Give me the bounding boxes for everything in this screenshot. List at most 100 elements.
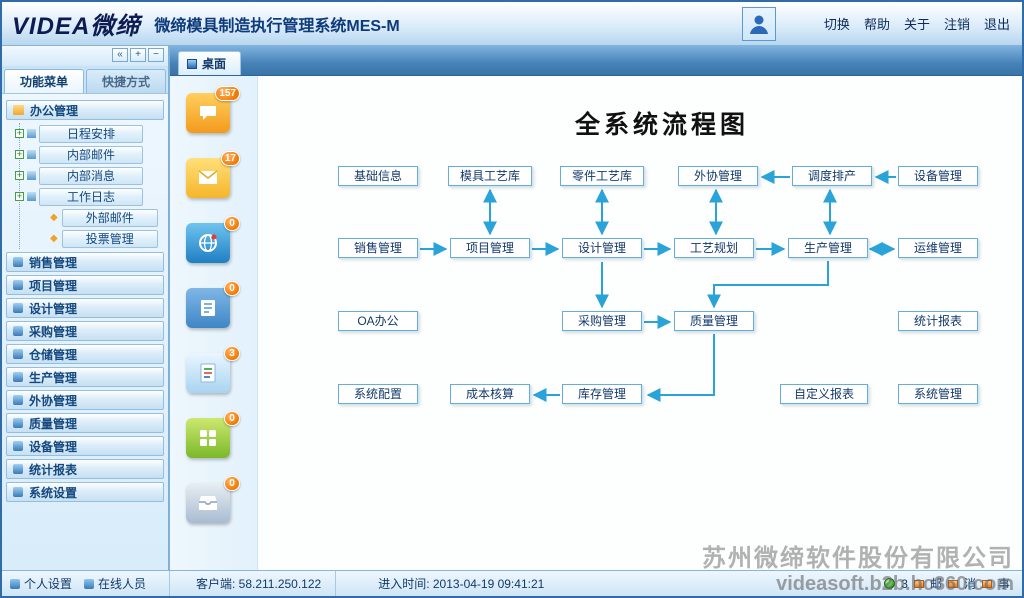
sidebar-module-7[interactable]: 质量管理 [6, 413, 164, 433]
status-bar: 个人设置 在线人员 客户端: 58.211.250.122 进入时间: 2013… [2, 570, 1022, 596]
header: VIDEA微缔 微缔模具制造执行管理系统MES-M 切换 帮助 关于 注销 退出 [2, 2, 1022, 46]
dock-item-chat[interactable]: 157 [186, 86, 240, 137]
globe-icon [199, 234, 217, 252]
tabstrip: 桌面 [170, 46, 1022, 76]
tab-function-menu[interactable]: 功能菜单 [4, 69, 84, 93]
dock-item-notes[interactable]: 0 [186, 281, 240, 332]
module-icon [13, 464, 23, 474]
module-icon [13, 441, 23, 451]
mail-icon [198, 170, 218, 184]
notify-count: 3 [901, 576, 908, 591]
signout-link[interactable]: 注销 [943, 17, 970, 32]
dock-item-archive[interactable]: 0 [186, 476, 240, 527]
online-indicator-icon [884, 578, 896, 589]
sidebar-toolbar: « + − [2, 46, 168, 66]
sidebar-module-4[interactable]: 仓储管理 [6, 344, 164, 364]
badge: 0 [224, 411, 240, 426]
tree-item-internal-mail[interactable]: + 内部邮件 [15, 144, 165, 165]
module-icon [13, 372, 23, 382]
module-icon [13, 349, 23, 359]
mail-notify-label[interactable]: 邮 [929, 577, 942, 591]
user-icon [749, 15, 768, 34]
personal-settings-link[interactable]: 个人设置 [10, 575, 72, 592]
users-icon [84, 578, 95, 589]
chat-icon [200, 106, 216, 120]
sidebar-module-5[interactable]: 生产管理 [6, 367, 164, 387]
dock: 157 17 [186, 86, 240, 527]
expand-node-icon[interactable]: + [15, 170, 24, 180]
doc-icon [27, 171, 36, 180]
task-notify-icon[interactable] [981, 579, 992, 588]
dock-item-mail[interactable]: 17 [186, 151, 240, 202]
tree-item-internal-message[interactable]: + 内部消息 [15, 165, 165, 186]
switch-link[interactable]: 切换 [823, 17, 850, 32]
module-icon [13, 418, 23, 428]
expand-node-icon[interactable]: + [15, 191, 24, 201]
sidebar-module-9[interactable]: 统计报表 [6, 459, 164, 479]
statusbar-right: 3 邮 消 事 [884, 575, 1022, 592]
doc-icon [27, 129, 36, 138]
tree-item-external-mail[interactable]: ◆ 外部邮件 [50, 207, 165, 228]
collapse-sidebar-button[interactable]: « [112, 48, 128, 62]
sidebar-module-2[interactable]: 设计管理 [6, 298, 164, 318]
collapse-all-button[interactable]: − [148, 48, 164, 62]
desktop-area: 157 17 [170, 76, 1022, 570]
badge: 0 [224, 216, 240, 231]
module-icon [13, 395, 23, 405]
dock-item-apps[interactable]: 0 [186, 411, 240, 462]
module-icon [13, 280, 23, 290]
sidebar-module-0[interactable]: 销售管理 [6, 252, 164, 272]
badge: 157 [215, 86, 240, 101]
app-title: 微缔模具制造执行管理系统MES-M [154, 17, 400, 35]
message-notify-icon[interactable] [947, 579, 958, 588]
badge: 0 [224, 281, 240, 296]
sidebar-module-8[interactable]: 设备管理 [6, 436, 164, 456]
expand-node-icon[interactable]: + [15, 128, 24, 138]
brand-logo: VIDEA微缔 [12, 13, 141, 40]
expand-node-icon[interactable]: + [15, 149, 24, 159]
online-users-link[interactable]: 在线人员 [84, 575, 146, 592]
sidebar-tabs: 功能菜单 快捷方式 [2, 66, 168, 94]
header-right: 切换 帮助 关于 注销 退出 [741, 6, 1010, 41]
help-link[interactable]: 帮助 [863, 17, 890, 32]
diamond-icon: ◆ [50, 212, 58, 223]
desktop-tab-icon [187, 58, 197, 69]
about-link[interactable]: 关于 [903, 17, 930, 32]
sidebar-module-10[interactable]: 系统设置 [6, 482, 164, 502]
badge: 3 [224, 346, 240, 361]
module-icon [13, 303, 23, 313]
task-notify-label[interactable]: 事 [997, 577, 1010, 591]
exit-link[interactable]: 退出 [983, 17, 1010, 32]
sidebar-module-6[interactable]: 外协管理 [6, 390, 164, 410]
tree-item-vote[interactable]: ◆ 投票管理 [50, 228, 165, 249]
divider [335, 571, 364, 596]
nav-tree: 办公管理 + 日程安排 + 内部邮件 + [2, 94, 168, 570]
checklist-icon [200, 363, 216, 383]
doc-icon [27, 150, 36, 159]
tree-node-office[interactable]: 办公管理 [6, 100, 164, 120]
badge: 17 [220, 151, 240, 166]
tree-item-schedule[interactable]: + 日程安排 [15, 123, 165, 144]
sidebar-module-1[interactable]: 项目管理 [6, 275, 164, 295]
diamond-icon: ◆ [50, 233, 58, 244]
module-icon [13, 257, 23, 267]
folder-icon [13, 105, 24, 115]
dock-item-web[interactable]: 0 [186, 216, 240, 267]
body: « + − 功能菜单 快捷方式 办公管理 + 日程安排 [2, 46, 1022, 570]
expand-all-button[interactable]: + [130, 48, 146, 62]
drawer-icon [199, 496, 217, 510]
tree-item-work-log[interactable]: + 工作日志 [15, 186, 165, 207]
notepad-icon [201, 300, 215, 316]
message-notify-label[interactable]: 消 [963, 577, 976, 591]
apps-icon [200, 430, 216, 446]
client-ip-label: 客户端: 58.211.250.122 [196, 577, 322, 591]
user-avatar[interactable] [741, 6, 776, 41]
module-icon [13, 487, 23, 497]
tab-shortcuts[interactable]: 快捷方式 [86, 69, 166, 93]
dock-item-tasks[interactable]: 3 [186, 346, 240, 397]
tree-branch: + 日程安排 + 内部邮件 + 内部消息 + [15, 123, 165, 249]
sidebar-module-3[interactable]: 采购管理 [6, 321, 164, 341]
mail-notify-icon[interactable] [913, 579, 924, 588]
tab-desktop[interactable]: 桌面 [178, 51, 242, 75]
